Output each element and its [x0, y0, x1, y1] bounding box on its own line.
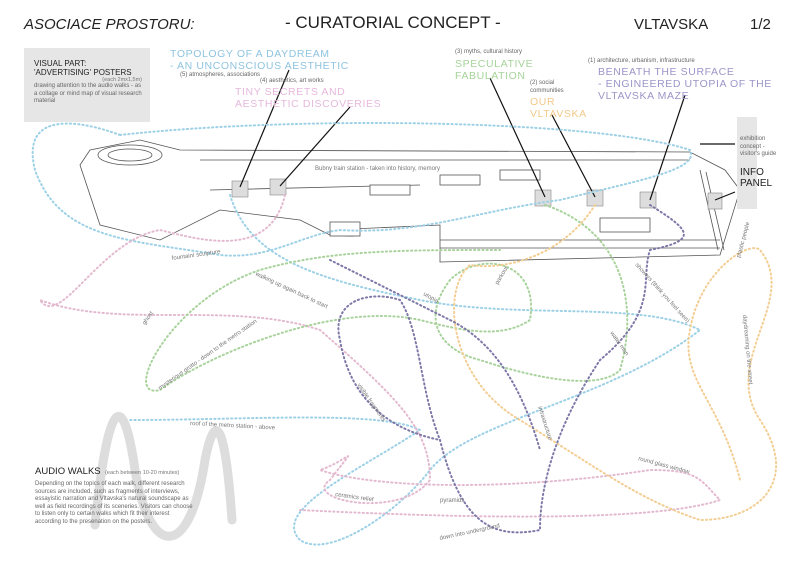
audio-walks-heading: AUDIO WALKS (each between 10-20 minutes) — [35, 461, 179, 479]
visual-part-title2: 'ADVERTISING' POSTERS — [34, 68, 132, 77]
header-location: VLTAVSKA — [634, 16, 709, 33]
topic-4: (4) aesthetics, art works TINY SECRETS A… — [235, 78, 381, 110]
audio-walk-paths — [31, 122, 778, 546]
topic-title: FABULATION — [455, 69, 526, 82]
walk-label: visible fragments — [355, 383, 386, 423]
building-outline — [79, 139, 741, 263]
audio-walks-title: AUDIO WALKS — [35, 466, 101, 477]
topic-number: (2) social communities — [530, 80, 564, 94]
topic-title: OUR — [530, 96, 556, 108]
topic-number: (5) atmospheres, associations — [180, 72, 261, 78]
walk-label: pyramids — [440, 498, 464, 504]
topic-title: VLTAVSKA — [530, 108, 587, 120]
visual-part-desc: drawing attention to the audio walks - a… — [34, 83, 142, 104]
walk-path-vltavska — [453, 204, 778, 522]
visual-part-title1: VISUAL PART: — [34, 59, 87, 68]
page-title: - CURATORIAL CONCEPT - — [285, 13, 501, 32]
topic-title: VLTAVSKA MAZE — [598, 89, 690, 102]
walk-label: walking up again back to start — [253, 271, 328, 310]
topic-2: (2) social communities OUR VLTAVSKA — [530, 80, 587, 120]
walk-label: down into underground — [439, 523, 500, 542]
topic-title: TOPOLOGY OF A DAYDREAM — [170, 48, 330, 60]
walk-label: Bubny train station - taken into history… — [315, 166, 440, 172]
wave-decoration — [90, 411, 237, 541]
visual-part-title: VISUAL PART:'ADVERTISING' POSTERS — [24, 48, 150, 77]
topic-title: BENEATH THE SURFACE — [598, 65, 735, 78]
walk-label: parkour — [495, 265, 510, 286]
topic-1: (1) architecture, urbanism, infrastructu… — [588, 58, 772, 102]
page-number: 1/2 — [750, 16, 771, 33]
walk-label: plastic people — [736, 221, 751, 259]
topic-title: AESTHETIC DISCOVERIES — [235, 97, 382, 110]
topic-number: (3) myths, cultural history — [455, 49, 523, 55]
info-panel-title2: PANEL — [740, 178, 773, 189]
audio-walks-duration: (each between 10-20 minutes) — [105, 470, 180, 476]
topic-5: TOPOLOGY OF A DAYDREAM - AN UNCONSCIOUS … — [170, 48, 349, 80]
walk-label: utopia — [422, 292, 440, 306]
header-left: ASOCIACE PROSTORU: — [24, 16, 195, 33]
topic-title: TINY SECRETS AND — [235, 85, 346, 98]
topic-number: (4) aesthetics, art works — [260, 78, 324, 84]
audio-walks-desc: Depending on the topics of each walk, di… — [35, 481, 193, 525]
walk-label: ghost — [142, 310, 156, 326]
topic-title: - ENGINEERED UTOPIA OF THE — [598, 77, 772, 90]
topic-number: (1) architecture, urbanism, infrastructu… — [588, 58, 695, 64]
walk-label: roof of the metro station - above — [190, 421, 276, 431]
walk-label: daydreaming on the street — [741, 315, 753, 385]
poster-size: (each 2mx1,5m) — [102, 77, 142, 83]
walk-label: ceramics relief — [335, 492, 374, 503]
pointer-lines — [239, 69, 736, 201]
info-panel-bar — [737, 117, 757, 209]
topic-title: SPECULATIVE — [455, 57, 534, 70]
info-panel-title1: INFO — [740, 167, 764, 178]
walk-path-fabulation — [145, 204, 629, 392]
topic-title: - AN UNCONSCIOUS AESTHETIC — [170, 60, 349, 72]
topic-3: (3) myths, cultural history SPECULATIVE … — [455, 49, 534, 82]
info-panel-note: exhibition concept - visitor's guide — [740, 136, 777, 157]
visual-part-box: VISUAL PART:'ADVERTISING' POSTERS (each … — [24, 48, 150, 122]
walk-path-maze — [329, 204, 685, 534]
walk-label: round glass window — [637, 456, 690, 476]
